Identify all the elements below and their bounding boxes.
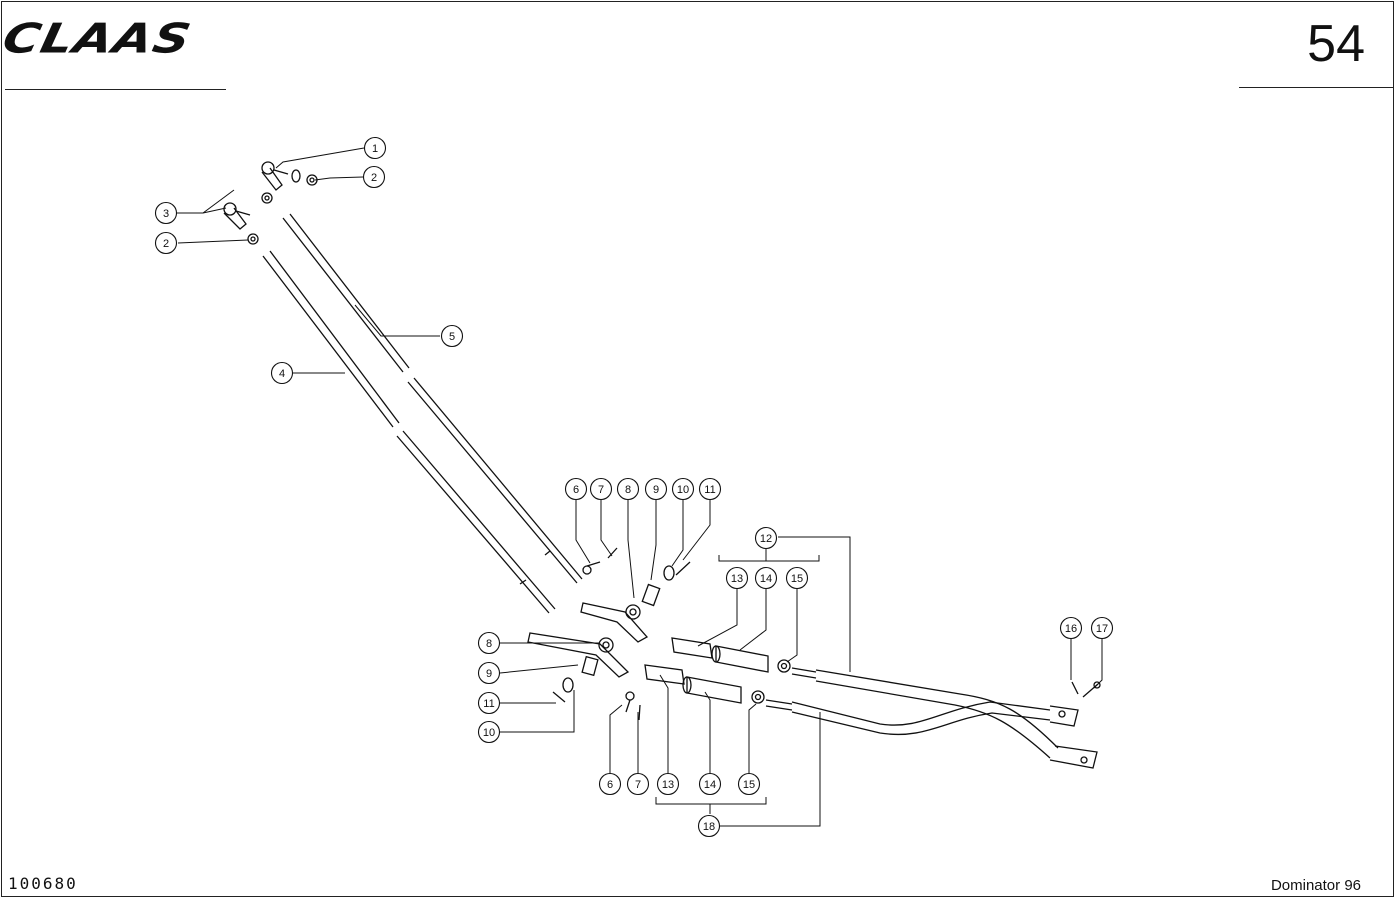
- svg-text:7: 7: [598, 484, 604, 496]
- callout-6-bottom: 6: [598, 772, 622, 796]
- svg-text:6: 6: [607, 779, 613, 791]
- svg-text:9: 9: [653, 484, 659, 496]
- callout-4: 4: [270, 361, 294, 385]
- svg-text:2: 2: [371, 172, 377, 184]
- svg-text:6: 6: [573, 484, 579, 496]
- svg-text:11: 11: [704, 484, 715, 496]
- svg-text:7: 7: [635, 779, 641, 791]
- svg-text:11: 11: [483, 698, 494, 710]
- callout-2-b: 2: [154, 231, 178, 255]
- svg-text:15: 15: [743, 779, 755, 791]
- svg-text:1: 1: [372, 143, 378, 155]
- svg-text:10: 10: [483, 727, 495, 739]
- pins-16-17: [1071, 681, 1101, 698]
- rod-5: [282, 213, 583, 584]
- svg-text:13: 13: [731, 573, 743, 585]
- adjuster-upper: [671, 637, 817, 679]
- svg-text:18: 18: [703, 821, 715, 833]
- parts-drawing: [223, 161, 1101, 769]
- model-name: Dominator 96: [1270, 877, 1361, 894]
- callout-9-top: 9: [644, 477, 668, 501]
- callout-7-bottom: 7: [626, 772, 650, 796]
- callout-3: 3: [154, 201, 178, 225]
- lever-8-upper: [580, 547, 691, 643]
- svg-text:13: 13: [662, 779, 674, 791]
- svg-text:15: 15: [791, 573, 803, 585]
- svg-text:9: 9: [486, 668, 492, 680]
- tube-lower: [791, 701, 1079, 736]
- callout-15-bottom: 15: [737, 772, 761, 796]
- svg-text:8: 8: [625, 484, 631, 496]
- callout-15-top: 15: [785, 566, 809, 590]
- callout-8-left: 8: [477, 631, 501, 655]
- callout-14-bottom: 14: [698, 772, 722, 796]
- svg-text:12: 12: [760, 533, 772, 545]
- callout-13-top: 13: [725, 566, 749, 590]
- svg-text:2: 2: [163, 238, 169, 250]
- svg-text:17: 17: [1096, 623, 1108, 635]
- callout-13-bottom: 13: [656, 772, 680, 796]
- ball-joints-3: [223, 161, 289, 230]
- page-number: 54: [1307, 15, 1365, 73]
- svg-text:8: 8: [486, 638, 492, 650]
- callout-6-top: 6: [564, 477, 588, 501]
- leader-lines: [177, 147, 1103, 827]
- svg-text:5: 5: [449, 331, 455, 343]
- svg-text:3: 3: [163, 208, 169, 220]
- logo-underline: [5, 89, 226, 90]
- callout-18: 18: [697, 814, 721, 838]
- drawing-code: 100680: [8, 874, 78, 893]
- adjuster-lower: [644, 664, 793, 711]
- callout-12: 12: [754, 526, 778, 550]
- washers-nuts: [247, 169, 318, 245]
- callout-11-left: 11: [477, 691, 501, 715]
- svg-text:4: 4: [279, 368, 285, 380]
- callout-14-top: 14: [754, 566, 778, 590]
- callout-10-left: 10: [477, 720, 501, 744]
- svg-text:14: 14: [704, 779, 716, 791]
- callout-11-top: 11: [698, 477, 722, 501]
- rod-4: [262, 250, 556, 614]
- callout-7-top: 7: [589, 477, 613, 501]
- callout-9-left: 9: [477, 661, 501, 685]
- callout-10-top: 10: [671, 477, 695, 501]
- lever-8-lower: [527, 632, 641, 721]
- tube-upper: [815, 669, 1098, 769]
- svg-text:14: 14: [760, 573, 772, 585]
- callout-5: 5: [440, 324, 464, 348]
- callout-16: 16: [1059, 616, 1083, 640]
- callout-8-top: 8: [616, 477, 640, 501]
- svg-text:16: 16: [1065, 623, 1077, 635]
- page-number-underline: [1239, 87, 1394, 88]
- svg-text:10: 10: [677, 484, 689, 496]
- callout-1: 1: [363, 136, 387, 160]
- callout-bubbles: 1 2 3 2 5 4 6 7 8 9 10 11 12 13 14 15 16…: [154, 136, 1114, 838]
- callout-17: 17: [1090, 616, 1114, 640]
- callout-2-a: 2: [362, 165, 386, 189]
